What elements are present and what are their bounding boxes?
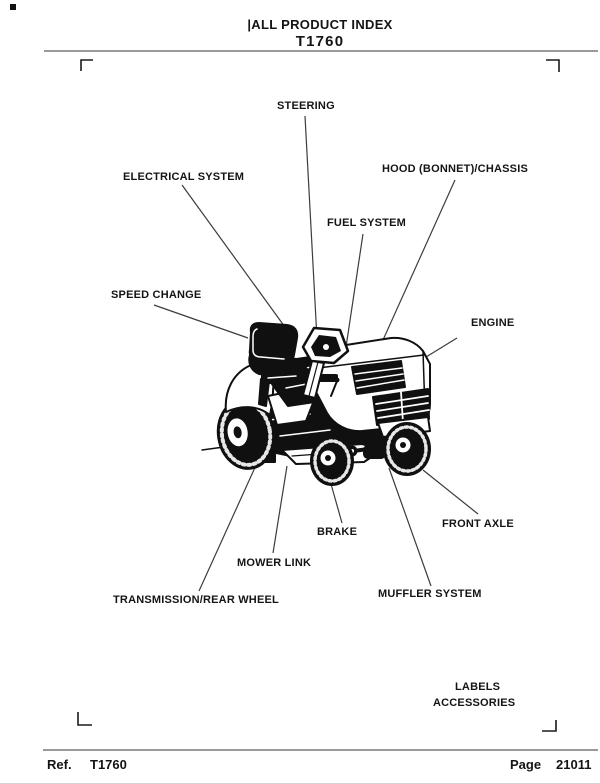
leader-line-steering bbox=[304, 115, 318, 340]
muffler bbox=[363, 445, 386, 459]
hood bbox=[313, 336, 431, 438]
footer-page-label: Page bbox=[510, 757, 542, 772]
seat bbox=[248, 322, 310, 384]
tractor-illustration bbox=[201, 322, 431, 486]
rear-wheel bbox=[216, 398, 276, 470]
label-mower-link[interactable]: MOWER LINK bbox=[237, 557, 312, 569]
crop-mark-bottom-right-icon bbox=[542, 720, 557, 732]
page-title: |ALL PRODUCT INDEX bbox=[247, 17, 393, 32]
page-header: |ALL PRODUCT INDEX T1760 bbox=[20, 17, 600, 50]
leader-line-transmission-rear-wheel bbox=[198, 462, 258, 592]
footer-ref-label: Ref. bbox=[47, 757, 72, 772]
label-front-axle[interactable]: FRONT AXLE bbox=[442, 518, 514, 530]
leader-line-speed-change bbox=[153, 304, 249, 339]
crop-mark-bottom-left-icon bbox=[77, 712, 92, 726]
label-electrical-system[interactable]: ELECTRICAL SYSTEM bbox=[123, 171, 245, 183]
leader-line-brake bbox=[330, 483, 343, 524]
leader-line-muffler-system bbox=[388, 467, 432, 587]
label-transmission-rear-wheel[interactable]: TRANSMISSION/REAR WHEEL bbox=[113, 594, 279, 606]
footer-rule bbox=[43, 749, 598, 751]
steering-wheel bbox=[301, 326, 350, 399]
label-speed-change[interactable]: SPEED CHANGE bbox=[111, 289, 202, 301]
label-steering[interactable]: STEERING bbox=[277, 100, 335, 112]
scan-artifact bbox=[10, 4, 16, 10]
footer-page-value: 21011 bbox=[556, 757, 592, 772]
page-model: T1760 bbox=[295, 33, 345, 50]
label-accessories[interactable]: ACCESSORIES bbox=[433, 697, 516, 709]
leader-line-electrical-system bbox=[181, 184, 291, 335]
label-hood-bonnet-chassis[interactable]: HOOD (BONNET)/CHASSIS bbox=[382, 163, 528, 175]
leader-line-front-axle bbox=[422, 469, 479, 515]
label-fuel-system[interactable]: FUEL SYSTEM bbox=[327, 217, 407, 229]
label-muffler-system[interactable]: MUFFLER SYSTEM bbox=[378, 588, 482, 600]
crop-marks bbox=[77, 59, 560, 732]
crop-mark-top-right-icon bbox=[546, 59, 560, 72]
leader-line-hood-bonnet-chassis bbox=[373, 179, 456, 361]
label-brake[interactable]: BRAKE bbox=[317, 526, 358, 538]
header-rule bbox=[44, 50, 598, 52]
label-labels[interactable]: LABELS bbox=[455, 681, 501, 693]
crop-mark-top-left-icon bbox=[80, 59, 93, 71]
label-engine[interactable]: ENGINE bbox=[471, 317, 515, 329]
leader-line-mower-link bbox=[272, 465, 288, 554]
front-right-wheel bbox=[383, 422, 431, 476]
front-left-wheel bbox=[310, 436, 354, 486]
footer-ref-value: T1760 bbox=[90, 757, 127, 772]
